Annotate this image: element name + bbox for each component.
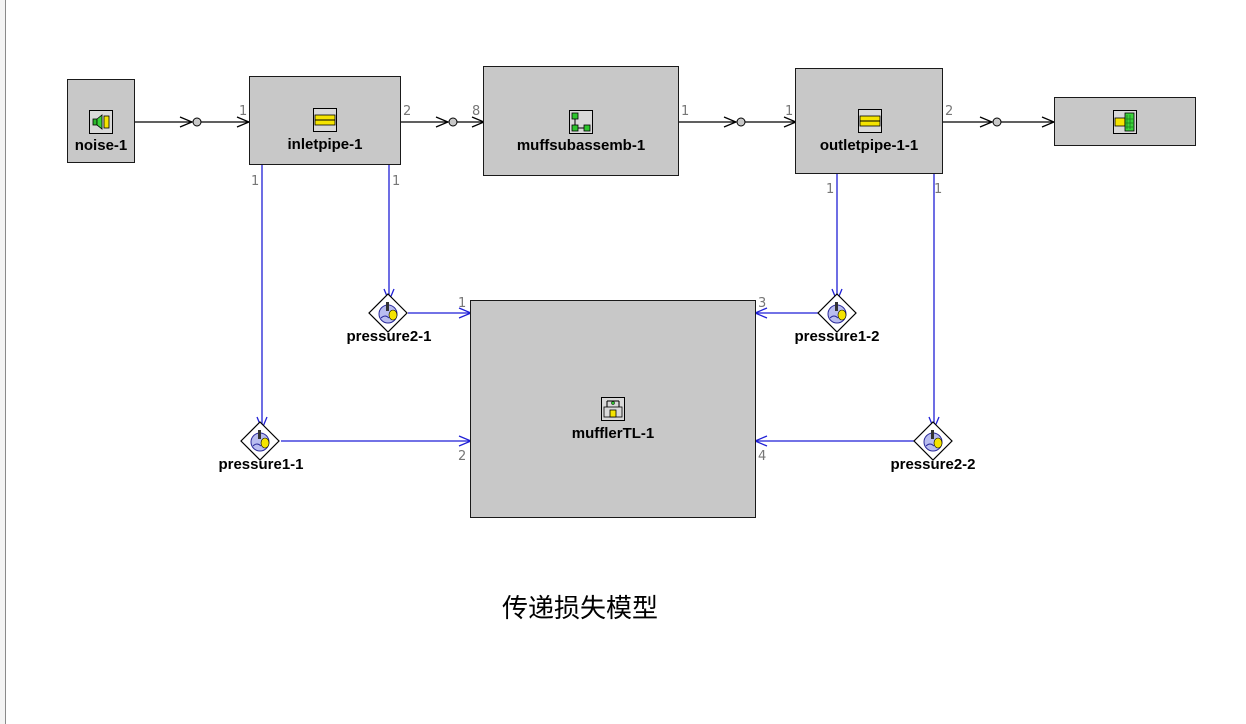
pipe-icon [858,109,882,133]
sensor-label-pressure1-2: pressure1-2 [794,328,880,345]
link-noise-inletpipe[interactable] [135,118,249,126]
port-label: 2 [945,104,954,119]
pressure-sensor-icon[interactable] [817,293,857,333]
block-label: noise-1 [74,137,128,154]
port-label: 2 [403,104,412,119]
port-label: 8 [472,104,481,119]
port-label: 1 [239,104,248,119]
port-label: 1 [251,174,260,189]
port-label: 1 [458,296,467,311]
block-mufflertl[interactable]: mufflerTL-1 [470,300,756,518]
sensor-label-pressure2-1: pressure2-1 [346,328,432,345]
pressure-sensor-icon[interactable] [240,421,280,461]
block-label: muffsubassemb-1 [516,137,646,154]
transmission-loss-icon [601,397,625,421]
block-label: outletpipe-1-1 [819,137,919,154]
subassembly-icon [569,110,593,134]
port-label: 3 [758,296,767,311]
sensor-label-pressure2-2: pressure2-2 [890,456,976,473]
sensor-label-pressure1-1: pressure1-1 [218,456,304,473]
termination-icon [1113,110,1137,134]
diagram-caption: 传递损失模型 [501,594,658,624]
link-muffsub-outletpipe[interactable] [679,118,796,126]
port-label: 1 [826,182,835,197]
block-termination[interactable] [1054,97,1196,146]
block-inletpipe[interactable]: inletpipe-1 [249,76,401,165]
port-label: 1 [785,104,794,119]
link-inletpipe-muffsub[interactable] [401,118,484,126]
speaker-icon [89,110,113,134]
port-label: 1 [392,174,401,189]
port-label: 2 [458,449,467,464]
block-noise[interactable]: noise-1 [67,79,135,163]
pressure-sensor-icon[interactable] [913,421,953,461]
port-label: 1 [681,104,690,119]
port-label: 4 [758,449,767,464]
block-label: mufflerTL-1 [571,425,655,442]
pressure-sensor-icon[interactable] [368,293,408,333]
block-label: inletpipe-1 [287,136,363,153]
link-outletpipe-termination[interactable] [943,118,1054,126]
pipe-icon [313,108,337,132]
port-label: 1 [934,182,943,197]
block-muffsubassemb[interactable]: muffsubassemb-1 [483,66,679,176]
canvas-left-border [0,0,6,724]
block-outletpipe[interactable]: outletpipe-1-1 [795,68,943,174]
